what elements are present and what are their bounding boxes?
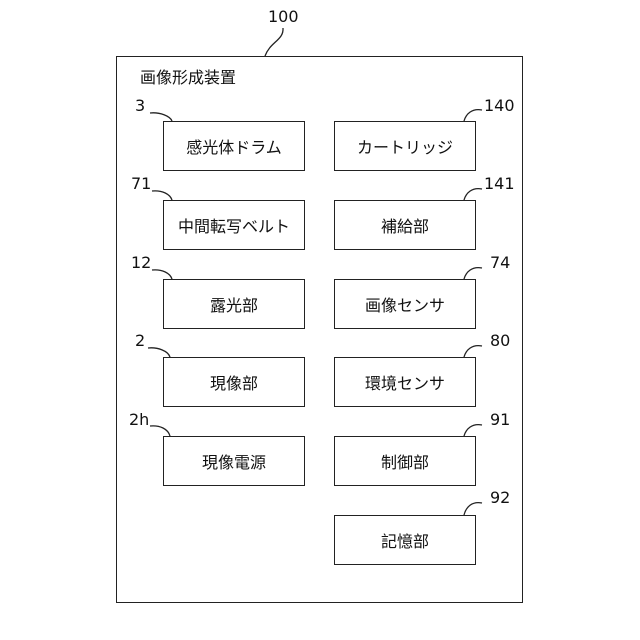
device-title: 画像形成装置 <box>140 64 236 88</box>
leader-100 <box>265 28 283 56</box>
intermediate-transfer-belt-box: 中間転写ベルト <box>163 200 305 250</box>
component-label: 画像センサ <box>365 292 445 316</box>
developing-power-supply-box: 現像電源 <box>163 436 305 486</box>
component-label: 現像電源 <box>202 449 266 473</box>
component-label: 記憶部 <box>381 528 429 552</box>
photoconductor-drum-box: 感光体ドラム <box>163 121 305 171</box>
supply-unit-box: 補給部 <box>334 200 476 250</box>
ref-number: 91 <box>490 411 510 429</box>
component-label: 環境センサ <box>365 370 445 394</box>
control-unit-box: 制御部 <box>334 436 476 486</box>
ref-number: 92 <box>490 489 510 507</box>
ref-number: 2 <box>135 332 145 350</box>
ref-number: 3 <box>135 97 145 115</box>
image-sensor-box: 画像センサ <box>334 279 476 329</box>
component-label: 感光体ドラム <box>186 134 282 158</box>
component-label: 現像部 <box>210 370 258 394</box>
ref-number: 2h <box>129 411 149 429</box>
component-label: 露光部 <box>210 292 258 316</box>
ref-number: 140 <box>484 97 515 115</box>
storage-unit-box: 記憶部 <box>334 515 476 565</box>
cartridge-box: カートリッジ <box>334 121 476 171</box>
developing-unit-box: 現像部 <box>163 357 305 407</box>
ref-number: 141 <box>484 175 515 193</box>
ref-number: 74 <box>490 254 510 272</box>
ref-number: 12 <box>131 254 151 272</box>
component-label: 制御部 <box>381 449 429 473</box>
component-label: 補給部 <box>381 213 429 237</box>
environment-sensor-box: 環境センサ <box>334 357 476 407</box>
exposure-unit-box: 露光部 <box>163 279 305 329</box>
component-label: 中間転写ベルト <box>178 213 290 237</box>
ref-number: 71 <box>131 175 151 193</box>
ref-number: 80 <box>490 332 510 350</box>
component-label: カートリッジ <box>357 134 453 158</box>
